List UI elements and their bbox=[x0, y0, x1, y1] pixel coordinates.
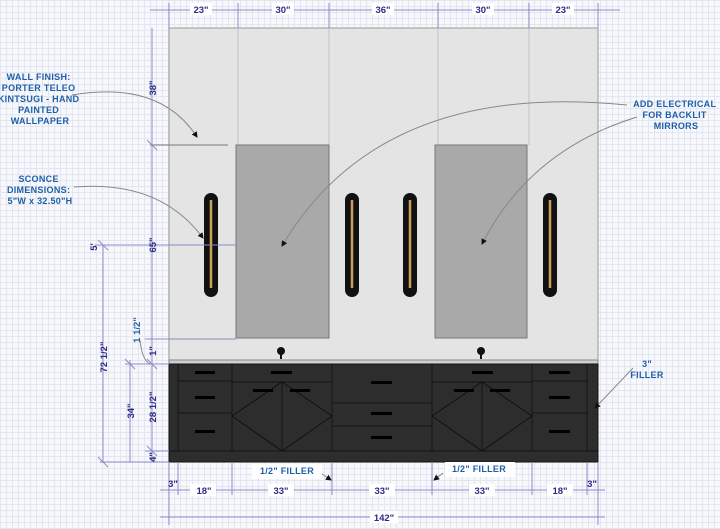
dim-toe-kick: 4" bbox=[148, 452, 159, 462]
dim-upper: 38" bbox=[148, 80, 159, 95]
top-dimension-line bbox=[150, 3, 620, 28]
sconce-dimensions-note: SCONCE DIMENSIONS: 5"W x 32.50"H bbox=[7, 174, 73, 206]
mirror-right bbox=[434, 144, 528, 339]
bottom-dim-label: 18" bbox=[552, 486, 567, 497]
dim-vanity-height: 34" bbox=[126, 403, 137, 418]
electrical-note: ADD ELECTRICAL FOR BACKLIT MIRRORS bbox=[633, 99, 719, 131]
wall-finish-leader bbox=[71, 91, 198, 138]
top-dim-label: 23" bbox=[193, 5, 208, 16]
top-dim-label: 30" bbox=[475, 5, 490, 16]
countertop bbox=[168, 359, 599, 365]
dim-top-mark: 5' bbox=[89, 243, 100, 251]
bottom-dim-label: 33" bbox=[474, 486, 489, 497]
electrical-leader-right bbox=[481, 116, 638, 245]
bottom-dimension-lines bbox=[160, 462, 605, 525]
top-dim-label: 23" bbox=[555, 5, 570, 16]
top-dim-label: 36" bbox=[375, 5, 390, 16]
half-filler-right-leader bbox=[433, 472, 444, 481]
dim-sconce-height: 65" bbox=[148, 237, 159, 252]
overall-width-label: 142" bbox=[374, 513, 394, 524]
dim-box-height: 28 1/2" bbox=[148, 392, 159, 423]
left-dimension-lines bbox=[95, 28, 236, 468]
sconce-leader bbox=[73, 185, 204, 239]
wall-guide-lines bbox=[237, 28, 530, 145]
sconce bbox=[345, 193, 359, 297]
bottom-dim-label: 33" bbox=[273, 486, 288, 497]
right-filler-note: 3"FILLER bbox=[630, 359, 663, 380]
wall-finish-note: WALL FINISH: PORTER TELEO KINTSUGI - HAN… bbox=[0, 72, 82, 126]
mirror-left bbox=[235, 144, 330, 339]
half-filler-right-note: 1/2" FILLER bbox=[452, 464, 506, 474]
dim-backsplash: 1" bbox=[148, 346, 159, 356]
vanity bbox=[168, 363, 599, 463]
top-dim-label: 30" bbox=[275, 5, 290, 16]
faucet-icon bbox=[277, 347, 285, 359]
dim-overall-height: 72 1/2" bbox=[99, 342, 110, 373]
sconce bbox=[403, 193, 417, 297]
dim-counter-thickness: 1 1/2" bbox=[132, 317, 143, 343]
bottom-dim-label: 33" bbox=[374, 486, 389, 497]
counter-leader bbox=[139, 339, 151, 365]
sconce bbox=[543, 193, 557, 297]
bottom-dim-label: 18" bbox=[196, 486, 211, 497]
faucet-icon bbox=[477, 347, 485, 359]
wall bbox=[168, 27, 599, 363]
bottom-dim-label: 3" bbox=[587, 479, 597, 490]
half-filler-left-note: 1/2" FILLER bbox=[260, 466, 314, 476]
bottom-dim-label: 3" bbox=[168, 479, 178, 490]
electrical-leader-left bbox=[281, 101, 628, 247]
half-filler-left-leader bbox=[321, 473, 332, 481]
right-filler-leader bbox=[594, 367, 634, 409]
